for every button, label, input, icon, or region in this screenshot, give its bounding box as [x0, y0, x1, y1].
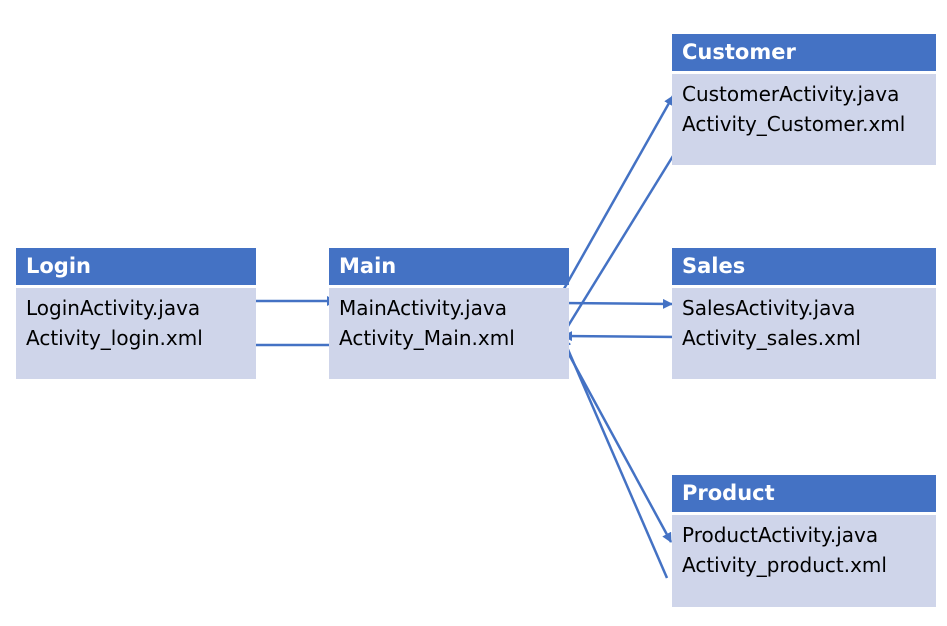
node-sales-line-1: SalesActivity.java — [682, 296, 856, 320]
node-login-line-1: LoginActivity.java — [26, 296, 201, 320]
node-product-line-2: Activity_product.xml — [682, 553, 887, 577]
node-customer-body: CustomerActivity.java Activity_Customer.… — [672, 74, 936, 165]
node-login-title: Login — [16, 248, 256, 285]
node-main-title: Main — [329, 248, 569, 285]
node-sales-title: Sales — [672, 248, 936, 285]
node-main-line-2: Activity_Main.xml — [339, 326, 515, 350]
node-product-body: ProductActivity.java Activity_product.xm… — [672, 515, 936, 607]
arrow-main-to-customer — [554, 95, 675, 304]
node-customer-title: Customer — [672, 34, 936, 71]
node-customer-line-2: Activity_Customer.xml — [682, 112, 906, 136]
node-main-body: MainActivity.java Activity_Main.xml — [329, 288, 569, 379]
node-login: Login LoginActivity.java Activity_login.… — [16, 248, 256, 379]
node-product: Product ProductActivity.java Activity_pr… — [672, 475, 936, 607]
arrow-product-to-main — [561, 337, 669, 579]
node-customer: Customer CustomerActivity.java Activity_… — [672, 34, 936, 165]
node-main-line-1: MainActivity.java — [339, 296, 507, 320]
node-product-title: Product — [672, 475, 936, 512]
arrow-customer-to-main — [558, 142, 683, 340]
arrow-main-to-sales — [559, 298, 673, 309]
node-sales-body: SalesActivity.java Activity_sales.xml — [672, 288, 936, 379]
node-login-body: LoginActivity.java Activity_login.xml — [16, 288, 256, 379]
arrow-sales-to-main — [562, 331, 681, 342]
node-sales: Sales SalesActivity.java Activity_sales.… — [672, 248, 936, 379]
node-login-line-2: Activity_login.xml — [26, 326, 203, 350]
node-customer-line-1: CustomerActivity.java — [682, 82, 900, 106]
node-sales-line-2: Activity_sales.xml — [682, 326, 861, 350]
node-product-line-1: ProductActivity.java — [682, 523, 879, 547]
node-main: Main MainActivity.java Activity_Main.xml — [329, 248, 569, 379]
